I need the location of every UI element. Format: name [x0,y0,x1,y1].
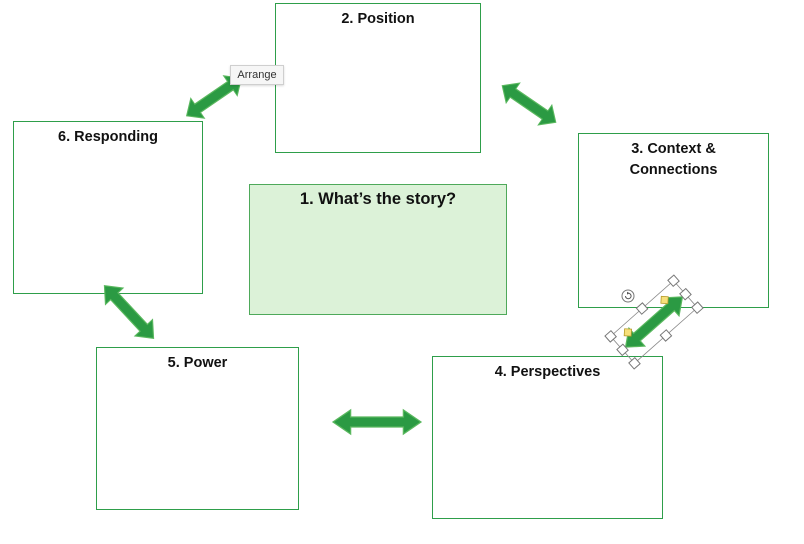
box-context-label: 3. Context & Connections [629,141,718,178]
box-perspectives[interactable]: 4. Perspectives [432,356,663,519]
box-story-label: 1. What’s the story? [299,190,457,208]
arrow-5to4[interactable] [332,409,422,435]
box-responding-label: 6. Responding [58,129,158,145]
box-responding[interactable]: 6. Responding [13,121,203,294]
arrange-tooltip: Arrange [230,65,284,85]
rotate-handle-icon[interactable] [621,289,635,303]
box-power[interactable]: 5. Power [96,347,299,510]
box-power-label: 5. Power [167,355,228,371]
box-position-label: 2. Position [341,11,415,27]
box-position[interactable]: 2. Position [275,3,481,153]
arrow-6to5[interactable] [95,276,163,348]
box-perspectives-label: 4. Perspectives [494,364,601,380]
box-story[interactable]: 1. What’s the story? [249,184,507,315]
arrow-2to3[interactable] [494,75,564,133]
selection-handles[interactable] [604,274,704,370]
